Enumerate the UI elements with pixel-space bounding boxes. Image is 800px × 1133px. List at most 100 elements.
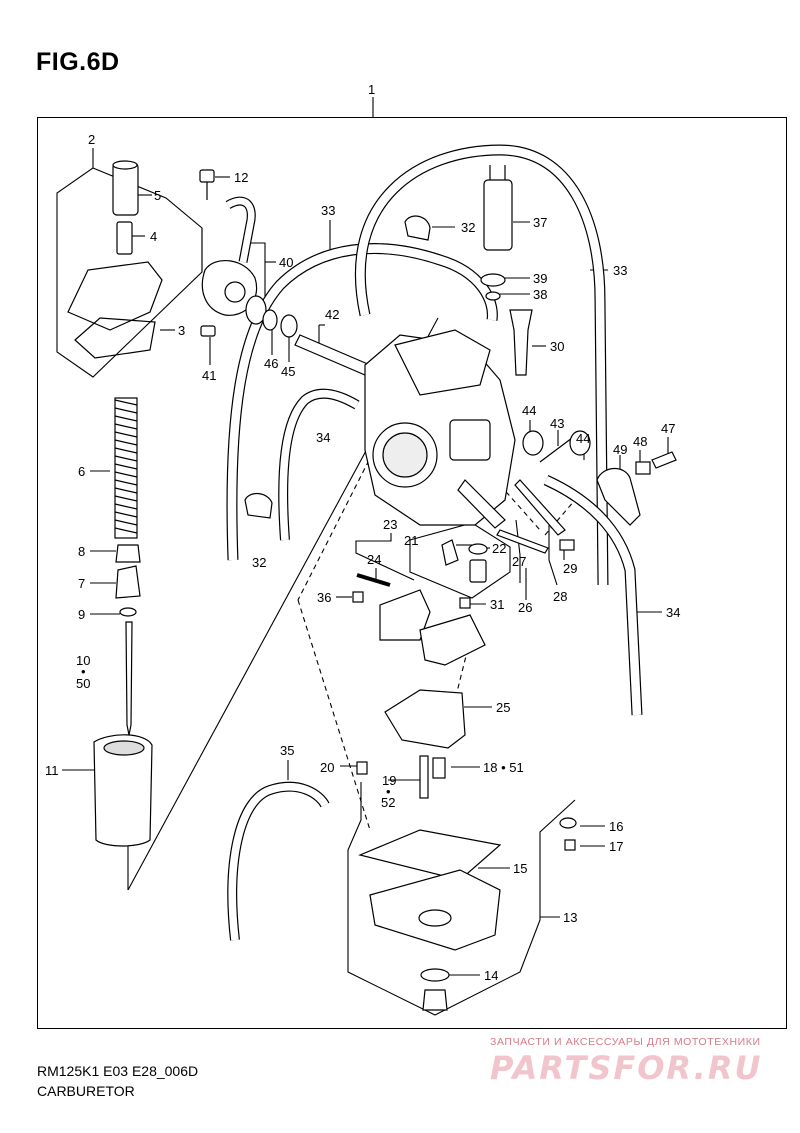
part-36-shape [352, 591, 364, 603]
callout-6: 6 [78, 464, 85, 479]
callout-38: 38 [533, 287, 547, 302]
part-5-shape [112, 162, 139, 216]
part-21-shape [441, 539, 459, 566]
parts [67, 160, 677, 1011]
callout-19: 19 [382, 773, 396, 788]
part-11-shape [93, 734, 153, 847]
part-4-shape [116, 221, 133, 255]
callout-40: 40 [279, 255, 293, 270]
callout-37: 37 [533, 215, 547, 230]
part-14-shape [420, 968, 450, 982]
callout-10: 10 [76, 653, 90, 668]
model-code: RM125K1 E03 E28_006D [37, 1063, 199, 1079]
part-16-shape [559, 817, 577, 829]
part-49-shape [596, 467, 641, 526]
part-6-shape [114, 397, 138, 539]
callout-26: 26 [518, 600, 532, 615]
leader-lines [56, 97, 669, 1016]
callout-28: 28 [553, 589, 567, 604]
part-39-shape [480, 273, 506, 287]
callout-41: 41 [202, 368, 216, 383]
callout-50: 50 [76, 676, 90, 691]
callout-31: 31 [490, 597, 504, 612]
part-12-shape [199, 169, 215, 183]
part-18-shape [432, 757, 446, 779]
callout-2: 2 [88, 132, 95, 147]
callout-34-right: 34 [666, 605, 680, 620]
callout-19-dot: • [386, 784, 391, 799]
part-10-shape [125, 621, 133, 736]
callout-46: 46 [264, 356, 278, 371]
callout-47: 47 [661, 421, 675, 436]
callout-52: 52 [381, 795, 395, 810]
part-32-lower-shape [244, 493, 273, 519]
watermark-tagline: ЗАПЧАСТИ И АКСЕССУАРЫ ДЛЯ МОТОТЕХНИКИ [490, 1036, 761, 1048]
part-9-shape [119, 607, 137, 617]
callout-1: 1 [368, 82, 375, 97]
callout-30: 30 [550, 339, 564, 354]
part-38-shape [485, 291, 501, 301]
callout-5: 5 [154, 188, 161, 203]
part-44-left-shape [522, 430, 544, 456]
callout-39: 39 [533, 271, 547, 286]
callout-25: 25 [496, 700, 510, 715]
part-20-shape [356, 761, 368, 775]
callout-27: 27 [512, 554, 526, 569]
callout-36: 36 [317, 590, 331, 605]
part-45-shape [280, 314, 298, 338]
carburetor-body-shape [364, 329, 516, 529]
part-32-upper-shape [404, 215, 431, 241]
part-44-right-shape [569, 430, 591, 456]
callout-29: 29 [563, 561, 577, 576]
callout-45: 45 [281, 364, 295, 379]
part-28-shape [514, 479, 566, 536]
callout-14: 14 [484, 968, 498, 983]
figure-title: FIG.6D [36, 48, 120, 76]
callout-35: 35 [280, 743, 294, 758]
callout-23: 23 [383, 517, 397, 532]
callout-20: 20 [320, 760, 334, 775]
callout-7: 7 [78, 576, 85, 591]
callout-32-upper: 32 [461, 220, 475, 235]
callout-43: 43 [550, 416, 564, 431]
callout-48: 48 [633, 434, 647, 449]
part-42-shape [294, 334, 371, 376]
part-31-shape [459, 597, 471, 609]
part-15-shape [358, 829, 502, 881]
part-3-shape [67, 261, 163, 331]
callout-33-right: 33 [613, 263, 627, 278]
callout-3: 3 [178, 323, 185, 338]
part-22-shape [468, 543, 488, 555]
part-48-shape [635, 461, 651, 475]
callout-17: 17 [609, 839, 623, 854]
hoses [225, 144, 643, 941]
callout-33-left: 33 [321, 203, 335, 218]
part-29-shape [559, 539, 575, 551]
part-47-shape [651, 451, 677, 469]
part-30-shape [509, 309, 533, 376]
part-37-shape [483, 179, 513, 251]
part-19-shape [419, 755, 429, 799]
callout-49: 49 [613, 442, 627, 457]
part-41-shape [200, 325, 216, 337]
part-7-shape [115, 565, 141, 599]
callout-44-right: 44 [576, 431, 590, 446]
callout-7-label-8: 8 [78, 544, 85, 559]
callout-9: 9 [78, 607, 85, 622]
part-26-shape [496, 529, 549, 554]
watermark-logo: PARTSFOR.RU [490, 1049, 763, 1087]
callout-16: 16 [609, 819, 623, 834]
callout-32-lower: 32 [252, 555, 266, 570]
part-8-shape [115, 544, 141, 563]
callout-10-dot: • [81, 664, 86, 679]
part-group-name: CARBURETOR [37, 1083, 135, 1099]
callout-44-left: 44 [522, 403, 536, 418]
part-23-shape [379, 589, 431, 641]
callout-21: 21 [404, 533, 418, 548]
part-43-shape [539, 437, 573, 463]
callout-11: 11 [45, 763, 59, 778]
callout-12: 12 [234, 170, 248, 185]
part-46-shape [245, 295, 267, 325]
callout-18-51: 18 • 51 [483, 760, 524, 775]
